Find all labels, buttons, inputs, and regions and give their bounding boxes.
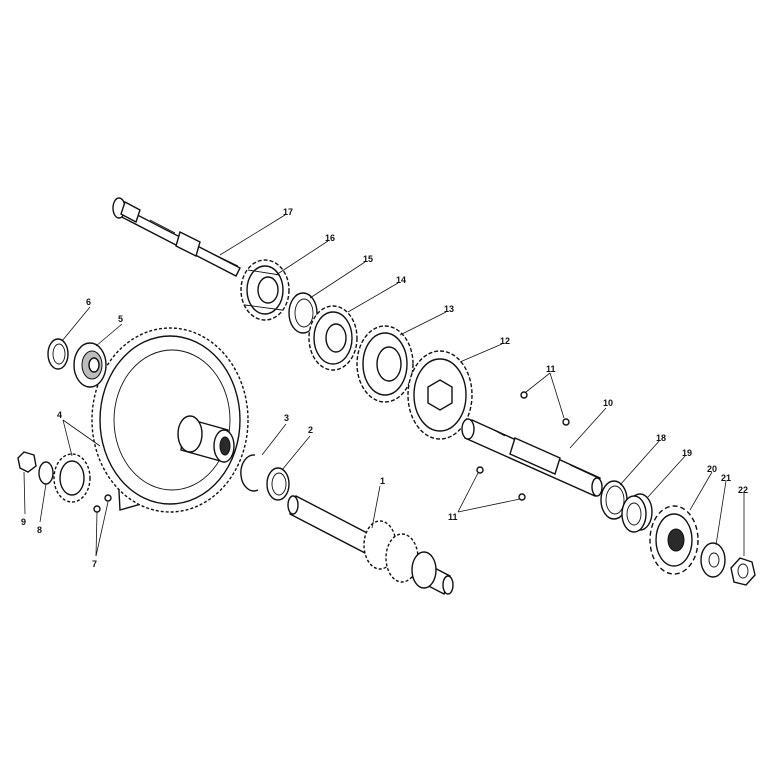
callout-6: 6 — [86, 297, 91, 307]
part-12-gear — [407, 350, 473, 440]
callout-10: 10 — [603, 398, 613, 408]
callout-16: 16 — [325, 233, 335, 243]
part-8-washer — [38, 461, 54, 485]
part-4-clutch-drum — [91, 327, 249, 513]
callout-1: 1 — [380, 476, 385, 486]
callout-19: 19 — [682, 448, 692, 458]
part-16-gear — [240, 259, 290, 321]
callout-8: 8 — [37, 525, 42, 535]
callout-11-top: 11 — [546, 364, 556, 374]
callout-9: 9 — [21, 517, 26, 527]
part-3-circlip — [240, 454, 259, 492]
callout-13: 13 — [444, 304, 454, 314]
part-5-bearing — [73, 342, 107, 388]
part-9-nut — [17, 451, 37, 473]
part-15-washer — [288, 292, 318, 334]
callout-18: 18 — [656, 433, 666, 443]
part-6-ring — [47, 338, 69, 370]
callout-2: 2 — [308, 425, 313, 435]
callout-7: 7 — [92, 559, 97, 569]
part-14-gear — [308, 305, 358, 371]
part-17-shaft — [112, 197, 241, 277]
part-11-balls — [476, 391, 570, 501]
part-10-shaft — [461, 418, 603, 497]
callout-11-bottom: 11 — [448, 512, 458, 522]
leader-lines — [23, 214, 745, 557]
part-13-gear — [356, 325, 414, 403]
part-20-sprocket — [649, 505, 699, 575]
callout-3: 3 — [284, 413, 289, 423]
callout-21: 21 — [721, 473, 731, 483]
callout-17: 17 — [283, 207, 293, 217]
part-22-nut — [730, 557, 756, 586]
part-2-washer — [266, 467, 290, 501]
callout-12: 12 — [500, 336, 510, 346]
callout-20: 20 — [707, 464, 717, 474]
part-19-bush — [621, 493, 653, 533]
part-21-washer — [700, 542, 726, 578]
part-1-mainshaft — [287, 495, 454, 595]
part-4-small-gear — [53, 453, 91, 503]
callout-22: 22 — [738, 485, 748, 495]
callout-14: 14 — [396, 275, 406, 285]
part-7-pins — [93, 494, 112, 513]
callout-5: 5 — [118, 314, 123, 324]
callout-4: 4 — [57, 410, 62, 420]
callout-15: 15 — [363, 254, 373, 264]
